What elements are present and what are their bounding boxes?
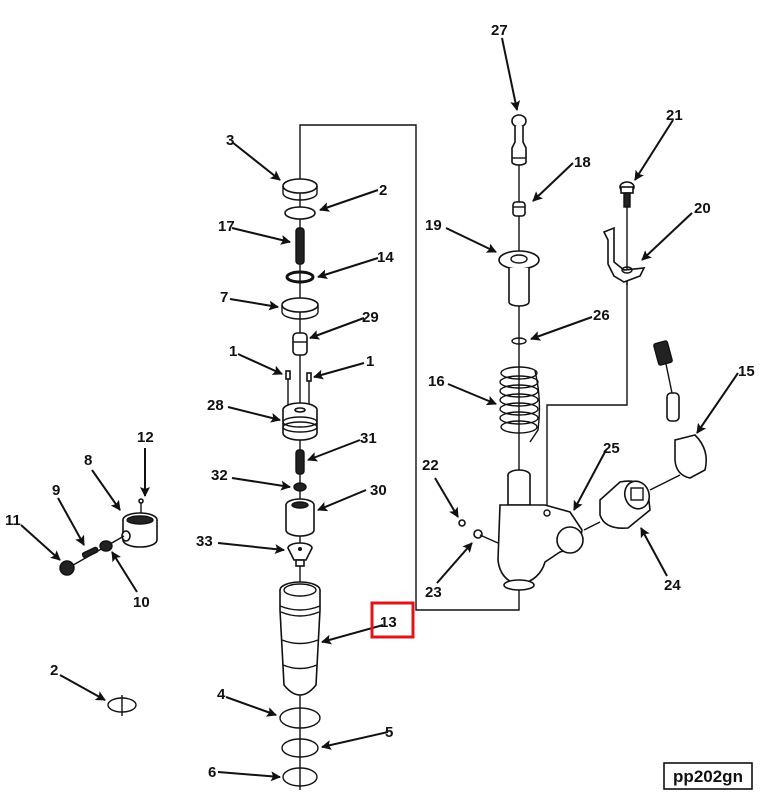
callout-17[interactable]: 17 <box>218 218 235 235</box>
callout-30[interactable]: 30 <box>370 482 387 499</box>
part-check-valve-10[interactable] <box>99 540 113 552</box>
callout-8[interactable]: 8 <box>84 452 92 469</box>
part-pin-12[interactable] <box>138 498 144 513</box>
callout-21[interactable]: 21 <box>666 107 683 124</box>
callout-9[interactable]: 9 <box>52 482 60 499</box>
callout-31[interactable]: 31 <box>360 430 377 447</box>
part-plug-11[interactable] <box>59 560 75 576</box>
callout-18[interactable]: 18 <box>574 154 591 171</box>
callout-23[interactable]: 23 <box>425 584 442 601</box>
part-dowel-pins-1[interactable] <box>285 370 312 407</box>
figure-id-badge: pp202gn <box>663 762 753 790</box>
part-o-ring-2[interactable] <box>284 206 316 220</box>
callout-2-loose[interactable]: 2 <box>50 662 58 679</box>
callout-3[interactable]: 3 <box>226 132 234 149</box>
part-plunger-link-18[interactable] <box>512 201 526 217</box>
callout-28[interactable]: 28 <box>207 397 224 414</box>
callout-14[interactable]: 14 <box>377 249 394 266</box>
part-spring-seat-32[interactable] <box>293 482 307 492</box>
assembly-connector-line <box>299 124 628 611</box>
center-axis-lines <box>299 165 628 790</box>
part-seal-cup-7[interactable] <box>281 297 319 320</box>
callout-1-left[interactable]: 1 <box>229 343 237 360</box>
part-o-ring-14[interactable] <box>285 270 315 284</box>
callout-29[interactable]: 29 <box>362 309 379 326</box>
part-injector-body-25[interactable] <box>497 469 584 591</box>
part-spring-17[interactable] <box>295 227 305 265</box>
callout-15[interactable]: 15 <box>738 363 755 380</box>
part-o-ring-2-loose[interactable] <box>107 695 137 716</box>
part-needle-valve-33[interactable] <box>287 542 313 567</box>
callout-11[interactable]: 11 <box>5 512 21 529</box>
callout-6[interactable]: 6 <box>208 764 216 781</box>
part-check-ball-seat-29[interactable] <box>292 332 308 356</box>
part-plunger-spring-16[interactable] <box>499 366 541 443</box>
callout-arrows <box>20 37 739 782</box>
part-retaining-ring-26[interactable] <box>511 337 527 345</box>
part-wiring-harness-15[interactable] <box>649 340 708 491</box>
callout-26[interactable]: 26 <box>593 307 610 324</box>
part-barrel-28[interactable] <box>282 402 318 441</box>
part-cap-screw-21[interactable] <box>619 181 635 208</box>
part-check-valve-housing-8[interactable] <box>121 512 158 548</box>
callout-25[interactable]: 25 <box>603 440 620 457</box>
part-screw-22[interactable] <box>458 519 466 527</box>
part-retainer-cap[interactable] <box>282 178 318 201</box>
callout-27[interactable]: 27 <box>491 22 508 39</box>
part-spring-retainer-tube-19[interactable] <box>498 250 540 307</box>
callout-4[interactable]: 4 <box>217 686 226 703</box>
part-spring-9[interactable] <box>81 546 99 559</box>
callout-22[interactable]: 22 <box>422 457 439 474</box>
part-plunger-27[interactable] <box>511 114 527 166</box>
part-o-ring-6[interactable] <box>282 767 318 787</box>
callout-13[interactable]: 13 <box>380 614 397 631</box>
part-solenoid-connector-24[interactable] <box>583 478 653 531</box>
callout-labels: 27 18 21 20 19 26 16 15 25 22 23 24 3 2 … <box>5 22 755 781</box>
callout-10[interactable]: 10 <box>133 594 150 611</box>
callout-24[interactable]: 24 <box>664 577 681 594</box>
callout-12[interactable]: 12 <box>137 429 154 446</box>
callout-19[interactable]: 19 <box>425 217 442 234</box>
part-o-ring-4[interactable] <box>279 707 321 729</box>
callout-1-right[interactable]: 1 <box>366 353 374 370</box>
part-spacer-30[interactable] <box>285 498 315 537</box>
callout-7[interactable]: 7 <box>220 289 228 306</box>
callout-20[interactable]: 20 <box>694 200 711 217</box>
part-o-ring-5[interactable] <box>281 738 319 758</box>
part-spring-31[interactable] <box>295 449 305 475</box>
callout-32[interactable]: 32 <box>211 467 228 484</box>
callout-5[interactable]: 5 <box>385 724 393 741</box>
figure-id: pp202gn <box>673 767 743 786</box>
callout-33[interactable]: 33 <box>196 533 213 550</box>
part-washer-23[interactable] <box>473 529 499 544</box>
part-nozzle-cup-13[interactable] <box>279 581 321 696</box>
part-clamp-bracket-20[interactable] <box>602 226 646 283</box>
callout-2[interactable]: 2 <box>379 182 387 199</box>
highlight-box-callout-13 <box>370 601 415 639</box>
callout-16[interactable]: 16 <box>428 373 445 390</box>
